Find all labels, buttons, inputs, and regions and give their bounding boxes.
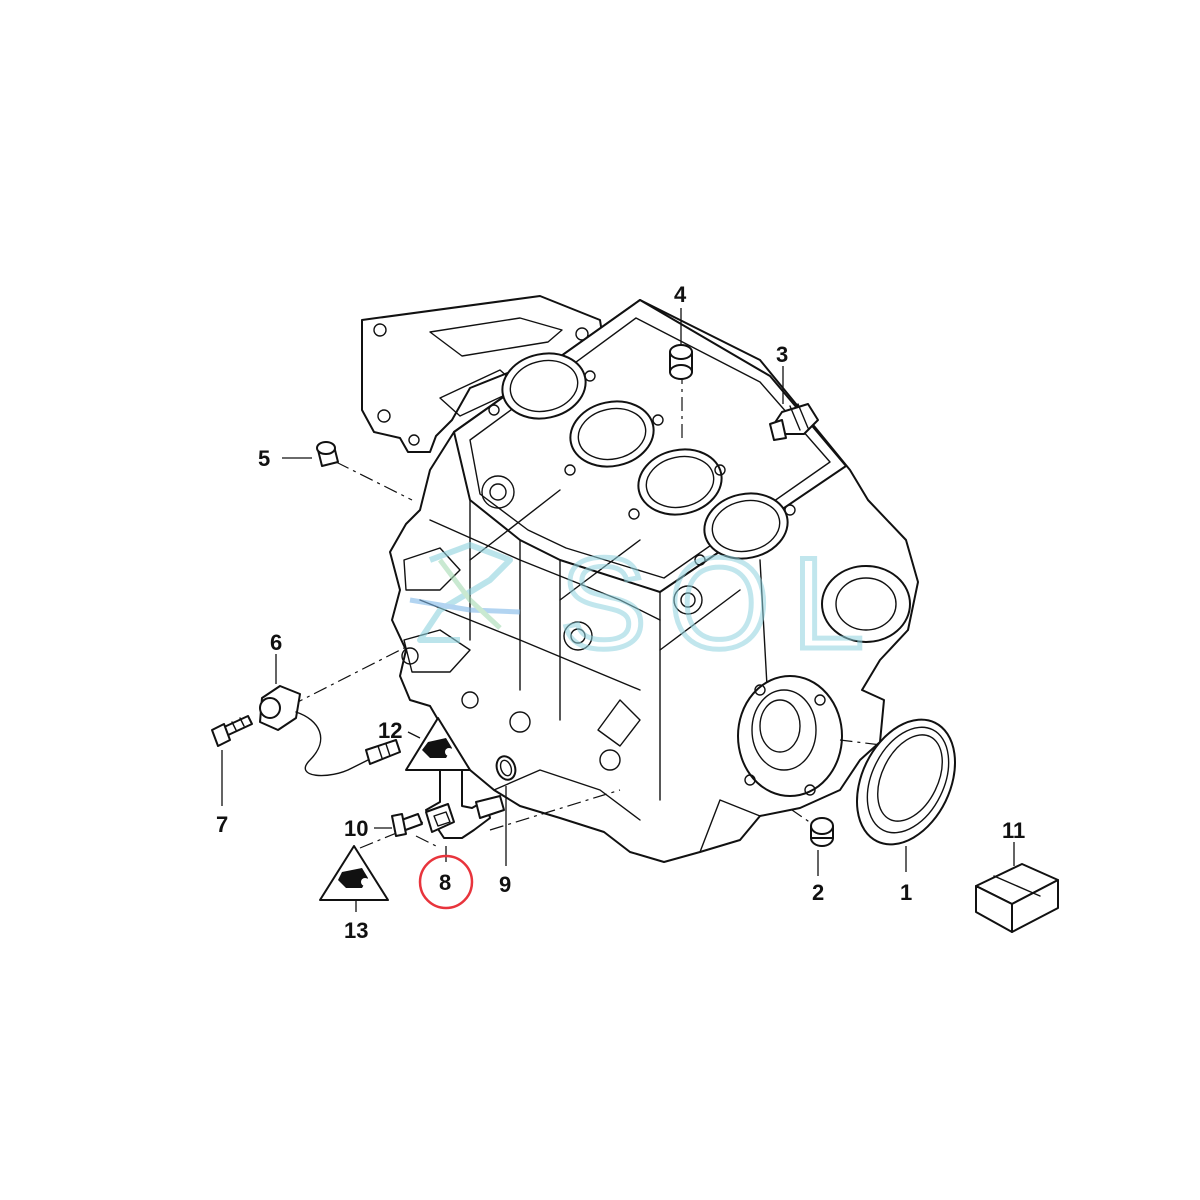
callout-13: 13 bbox=[344, 918, 368, 943]
callout-10: 10 bbox=[344, 816, 368, 841]
kit-box bbox=[975, 863, 1059, 933]
bolt-7 bbox=[211, 715, 253, 747]
callout-7: 7 bbox=[216, 812, 228, 837]
leader-lines bbox=[221, 308, 1015, 912]
callout-5: 5 bbox=[258, 446, 270, 471]
crankshaft-position-sensor bbox=[425, 761, 505, 839]
crankshaft-seal-ring bbox=[855, 718, 957, 846]
bolt-10 bbox=[391, 813, 423, 837]
callout-8: 8 bbox=[439, 870, 451, 895]
watermark-logo bbox=[409, 542, 521, 643]
screw-plug-3 bbox=[769, 403, 819, 441]
callout-4: 4 bbox=[674, 282, 687, 307]
engine-block bbox=[361, 295, 919, 863]
callout-12: 12 bbox=[378, 718, 402, 743]
dowel-sleeve-5 bbox=[316, 441, 339, 467]
highlight-circle bbox=[418, 854, 474, 910]
callout-1: 1 bbox=[900, 880, 912, 905]
callout-9: 9 bbox=[499, 872, 511, 897]
warning-triangle-13 bbox=[319, 845, 389, 901]
callout-3: 3 bbox=[776, 342, 788, 367]
knock-sensor bbox=[259, 685, 401, 777]
dowel-sleeve-4 bbox=[669, 344, 693, 380]
watermark-text: SOL bbox=[560, 530, 886, 676]
dowel-sleeve-2 bbox=[810, 817, 834, 847]
callout-11: 11 bbox=[1002, 818, 1025, 843]
callout-6: 6 bbox=[270, 630, 282, 655]
o-ring-9 bbox=[495, 755, 517, 781]
warning-triangle-12 bbox=[405, 717, 471, 771]
callouts: 1 2 3 4 5 6 7 8 9 10 11 12 13 bbox=[216, 282, 1025, 943]
callout-2: 2 bbox=[812, 880, 824, 905]
